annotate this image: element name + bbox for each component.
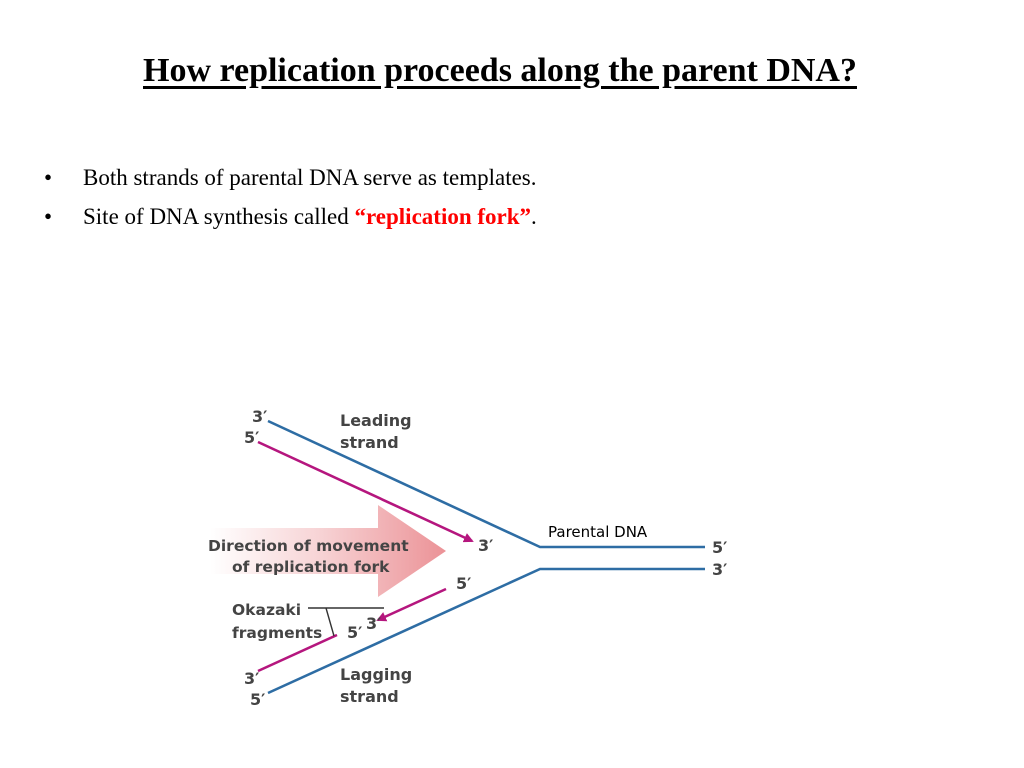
end-label: 5′ — [456, 574, 471, 593]
okazaki-label: Okazaki — [232, 601, 301, 619]
end-label: 5′ — [244, 428, 259, 447]
leading-strand-label: Leading — [340, 411, 412, 430]
bullet-item: • Both strands of parental DNA serve as t… — [44, 162, 537, 201]
bullet-highlight: “replication fork” — [354, 204, 532, 229]
end-label: 3′ — [252, 407, 267, 426]
lagging-strand-label-line2: strand — [340, 687, 399, 706]
bullet-marker: • — [44, 204, 53, 229]
lower-parental-strand — [267, 567, 705, 695]
direction-label-line2: of replication fork — [232, 558, 390, 576]
leading-new-strand — [257, 440, 474, 543]
okazaki-bracket — [308, 607, 384, 637]
bullet-item: • Site of DNA synthesis called “replicati… — [44, 201, 537, 240]
end-label: 3′ — [366, 614, 381, 633]
bullet-list: • Both strands of parental DNA serve as t… — [44, 162, 537, 240]
leading-strand-label-line2: strand — [340, 433, 399, 452]
bullet-suffix: . — [531, 204, 537, 229]
parental-dna-label: Parental DNA — [548, 523, 648, 541]
end-label: 3′ — [478, 536, 493, 555]
okazaki-fragment-2 — [257, 633, 338, 673]
end-label: 5′ — [250, 690, 265, 709]
end-label: 5′ — [347, 623, 362, 642]
end-label: 5′ — [712, 538, 727, 557]
bullet-marker: • — [44, 165, 53, 190]
slide-title: How replication proceeds along the paren… — [143, 52, 857, 89]
end-label: 3′ — [244, 669, 259, 688]
direction-label: Direction of movement — [208, 537, 409, 555]
lagging-strand-label: Lagging — [340, 665, 412, 684]
fork-direction-arrow — [210, 505, 446, 597]
end-label: 3′ — [712, 560, 727, 579]
okazaki-label-line2: fragments — [232, 624, 322, 642]
upper-parental-strand — [267, 419, 705, 549]
bullet-text: Site of DNA synthesis called — [83, 204, 355, 229]
bullet-text: Both strands of parental DNA serve as te… — [83, 165, 537, 190]
okazaki-fragment-1 — [376, 587, 447, 622]
